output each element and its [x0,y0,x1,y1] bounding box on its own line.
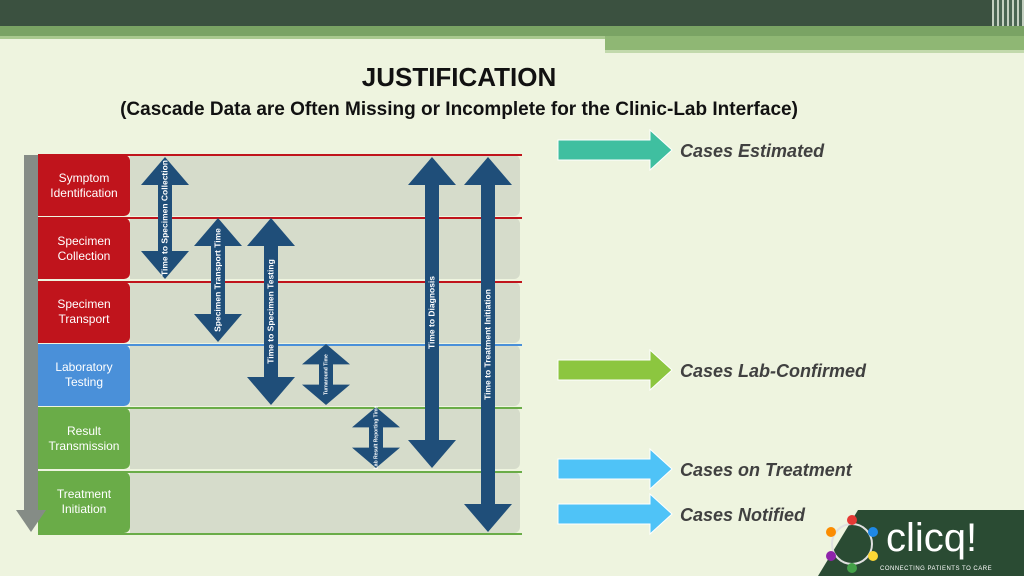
interval-label: Turnaround Time [323,354,329,395]
flow-direction-bar [24,155,38,513]
slide-subtitle: (Cascade Data are Often Missing or Incom… [120,99,798,120]
interval-label: Lab Result Reporting Time [373,406,379,470]
interval-arrow [408,157,456,468]
stage-box: Specimen Collection [38,218,130,280]
stage-divider [38,217,522,220]
interval-arrow [352,407,400,468]
logo-tagline: CONNECTING PATIENTS TO CARE [880,566,993,572]
legend-cases-on-treatment: Cases on Treatment [680,460,852,480]
stage-row-bg [130,471,520,533]
stage-divider [38,343,522,346]
stage-box: Treatment Initiation [38,471,130,533]
stage-box: Specimen Transport [38,281,130,343]
stage-row-bg [130,218,520,280]
stage-box: Laboratory Testing [38,344,130,406]
top-accent-line-lower [605,50,1024,53]
stage-divider [38,280,522,283]
stage-divider [38,154,522,156]
people-circle-icon [826,515,878,573]
stage-divider [38,470,522,473]
top-bar [0,0,1024,26]
flow-direction-arrowhead [16,510,46,532]
legend-cases-notified: Cases Notified [680,505,806,525]
corner-stripes [992,0,1024,26]
interval-arrow [464,157,512,532]
legend-arrow [557,348,673,392]
interval-label: Time to Specimen Collection [159,160,169,276]
interval-label: Time to Treatment Initiation [482,289,492,400]
interval-arrow [247,218,295,405]
clicq-logo [818,510,1024,576]
interval-label: Specimen Transport Time [212,228,222,332]
stage-row-bg [130,408,520,470]
legend-arrow [557,492,673,536]
stage-row-bg [130,281,520,343]
interval-label: Time to Diagnosis [426,276,436,349]
top-accent-line [0,36,605,39]
interval-label: Time to Specimen Testing [265,259,275,364]
stage-box: Result Transmission [38,408,130,470]
stage-divider [38,407,522,410]
slide-title: JUSTIFICATION [361,62,557,92]
interval-arrow [302,344,350,405]
legend-cases-lab-confirmed: Cases Lab-Confirmed [680,361,867,381]
stage-box: Symptom Identification [38,155,130,216]
stage-row-bg [130,155,520,216]
interval-arrow [141,157,189,279]
legend-arrow [557,447,673,491]
top-accent-band [605,36,1024,50]
legend-cases-estimated: Cases Estimated [680,141,825,161]
stage-divider-bottom [38,532,522,535]
logo-name: clicq! [886,516,978,560]
top-band [0,26,1024,36]
legend-arrow [557,128,673,172]
interval-arrow [194,218,242,342]
